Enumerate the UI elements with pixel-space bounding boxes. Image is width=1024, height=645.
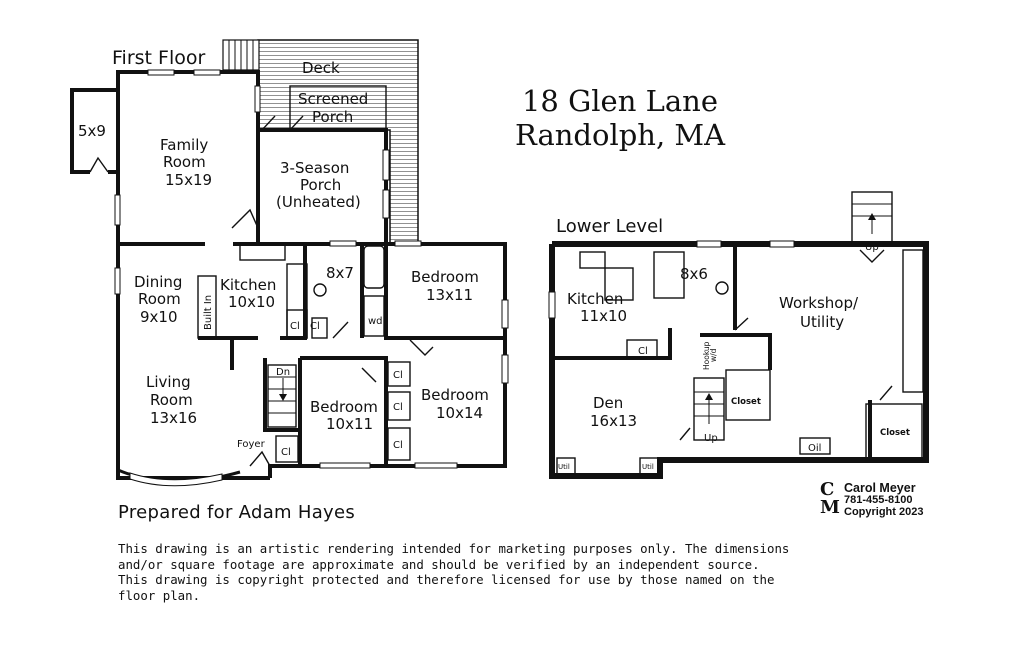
util-label-2: Util [642,463,654,471]
closet-label-stairs: Closet [731,397,761,407]
first-floor-plan [70,39,509,487]
three-season-label-2: Porch [300,176,341,194]
three-season-label-3: (Unheated) [276,193,361,211]
screened-porch-label-1: Screened [298,90,368,108]
built-in-label: Built In [203,295,214,330]
foyer-label: Foyer [237,439,266,450]
bedroom-2-dims: 10x11 [326,415,373,433]
lower-kitchen-dims: 11x10 [580,307,627,325]
bump-out-label: 5x9 [78,122,106,140]
bulkhead-up-label: Up [865,242,879,253]
address-title: 18 Glen Lane Randolph, MA [470,84,770,152]
bath-dims: 8x7 [326,264,354,282]
lower-level-plan [548,191,929,479]
family-room-label-1: Family [160,136,208,154]
deck-label: Deck [302,59,340,77]
closet-label-hall-1: Cl [393,370,403,381]
address-line-2: Randolph, MA [514,118,726,152]
kitchen-dims: 10x10 [228,293,275,311]
closet-label-bath: Cl [310,321,320,332]
hookup-label-1: w/d [709,348,718,362]
first-floor-labels: First Floor Deck Screened Porch Family R… [78,47,489,458]
lower-bath-dims: 8x6 [680,265,708,283]
brand-phone: 781-455-8100 [844,494,913,506]
util-label-1: Util [558,463,570,471]
branding-block: CM Carol Meyer 781-455-8100 Copyright 20… [816,481,946,523]
lower-kitchen-label: Kitchen [567,290,623,308]
wd-label: wd [368,316,383,327]
bedroom-3-label: Bedroom [421,386,489,404]
dining-room-label-1: Dining [134,273,182,291]
brand-copyright: Copyright 2023 [844,506,924,518]
living-room-label-1: Living [146,373,191,391]
branding-text: Carol Meyer 781-455-8100 Copyright 2023 [844,482,923,518]
closet-label-kitchen: Cl [290,321,300,332]
prepared-for-text: Prepared for Adam Hayes [118,502,356,523]
first-floor-heading: First Floor [112,47,205,69]
closet-label-hall-3: Cl [393,440,403,451]
bedroom-3-dims: 10x14 [436,404,483,422]
lower-level-heading: Lower Level [556,216,663,237]
oil-tank-label: Oil [808,443,821,454]
brand-name: Carol Meyer [844,481,916,495]
stair-dn-label: Dn [276,367,290,378]
three-season-label-1: 3-Season [280,159,349,177]
screened-porch-label-2: Porch [312,108,353,126]
workshop-label-2: Utility [800,313,844,331]
lower-closet-label: Cl [638,346,648,357]
living-room-label-2: Room [150,391,193,409]
workshop-label-1: Workshop/ [779,294,859,312]
closet-label-workshop: Closet [880,428,910,438]
closet-label-hall-2: Cl [393,402,403,413]
dining-room-label-2: Room [138,290,181,308]
family-room-dims: 15x19 [165,171,212,189]
bedroom-2-label: Bedroom [310,398,378,416]
living-room-dims: 13x16 [150,409,197,427]
family-room-label-2: Room [163,153,206,171]
kitchen-label: Kitchen [220,276,276,294]
stair-up-label: Up [704,433,718,444]
lower-level-labels: Lower Level Kitchen 11x10 8x6 Workshop/ … [556,216,910,471]
den-dims: 16x13 [590,412,637,430]
bedroom-1-dims: 13x11 [426,286,473,304]
disclaimer-line: floor plan. [118,587,201,603]
disclaimer-line: and/or square footage are approximate an… [118,556,760,572]
cm-logo: CM [820,479,840,518]
closet-label-foyer: Cl [281,447,291,458]
hookup-label-2: Hookup [702,341,711,370]
address-line-1: 18 Glen Lane [521,84,718,118]
dining-room-dims: 9x10 [140,308,178,326]
disclaimer-line: This drawing is copyright protected and … [118,572,775,587]
disclaimer-text: This drawing is an artistic rendering in… [118,541,818,603]
disclaimer-line: This drawing is an artistic rendering in… [118,541,790,556]
bedroom-1-label: Bedroom [411,268,479,286]
den-label: Den [593,394,623,412]
